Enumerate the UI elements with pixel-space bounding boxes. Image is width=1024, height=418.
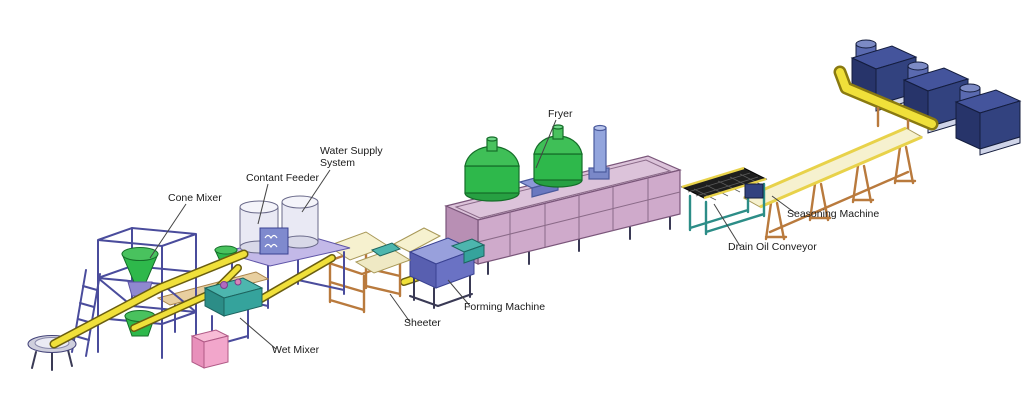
fryer-machine <box>444 124 682 275</box>
contant-feeder-label: Contant Feeder <box>246 172 319 184</box>
water-supply-label-line2: System <box>320 157 355 169</box>
drain-oil-conveyor-leader-line <box>713 203 741 247</box>
cone-mixer-leader-line <box>149 203 187 259</box>
sheeter-leader-line <box>389 293 411 323</box>
forming-machine-leader-line <box>447 279 471 307</box>
wet-mixer-label: Wet Mixer <box>272 344 320 356</box>
fryer-tank <box>533 124 583 188</box>
fryer-tank <box>464 136 520 202</box>
seasoning-machine <box>742 126 924 241</box>
seasoning-machine-label: Seasoning Machine <box>787 208 879 220</box>
fryer-leader-line <box>535 119 557 169</box>
drain-oil-conveyor-label: Drain Oil Conveyor <box>728 241 817 253</box>
water-supply-label-line1: Water Supply <box>320 145 383 157</box>
forming-machine-label: Forming Machine <box>464 301 545 313</box>
fryer-label: Fryer <box>548 108 573 120</box>
wet-mixer-machine <box>203 277 264 349</box>
forming-machine <box>392 227 486 309</box>
contant-feeder-leader-line <box>257 183 269 225</box>
drain-oil-conveyor <box>680 166 768 236</box>
wet-mixer-leader-line <box>239 317 277 350</box>
fryer-chimney <box>588 124 610 180</box>
water-supply-tanks <box>239 195 319 254</box>
sheeter-label: Sheeter <box>404 317 441 329</box>
transfer-conveyor <box>833 65 939 140</box>
seasoning-machine-leader-line <box>771 195 796 214</box>
annotations: Cone Mixer Contant Feeder Water Supply S… <box>149 108 879 356</box>
pink-cabinet <box>190 329 230 369</box>
water-supply-leader-line <box>301 169 331 213</box>
packing-machine <box>954 83 1022 156</box>
cone-mixer-label: Cone Mixer <box>168 192 222 204</box>
